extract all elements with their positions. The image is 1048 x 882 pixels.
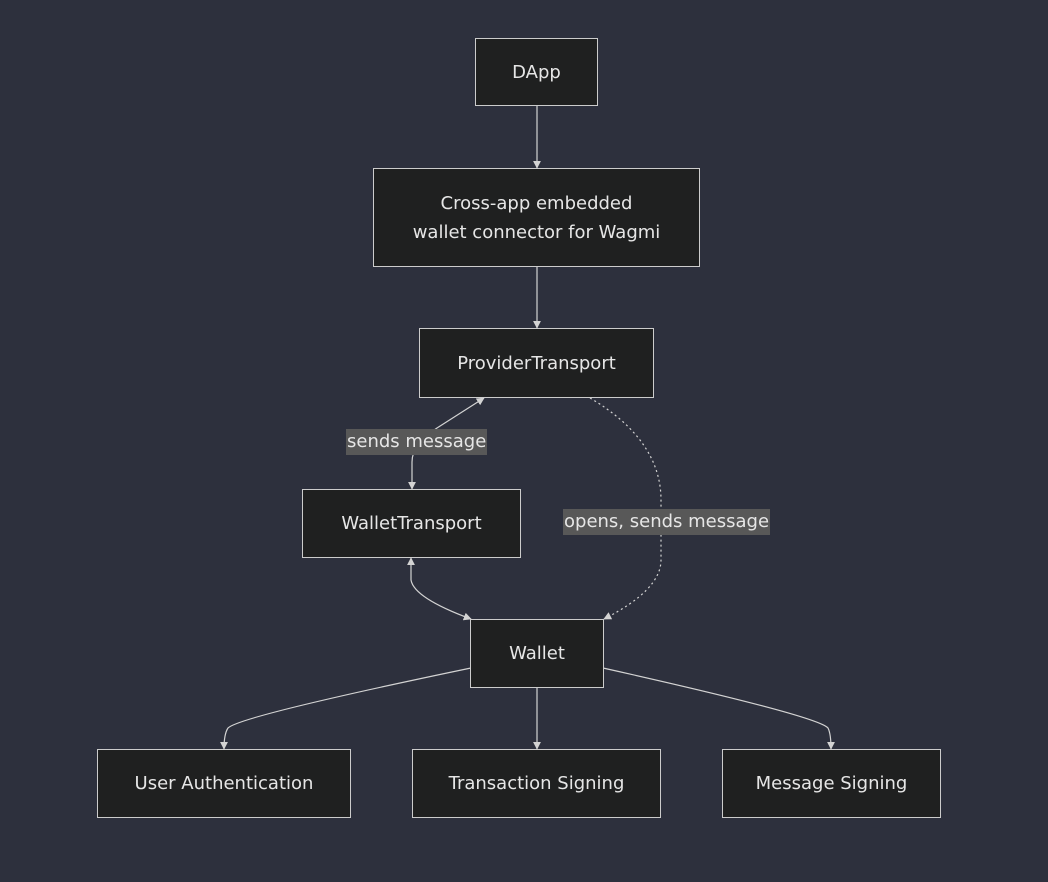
node-user-authentication-label: User Authentication	[134, 773, 314, 794]
node-wallet-label: Wallet	[509, 643, 565, 664]
edge-label-sends-message: sends message	[346, 429, 488, 455]
node-message-signing-label: Message Signing	[755, 773, 908, 794]
node-wallet[interactable]: Wallet	[470, 619, 604, 688]
edge-label-opens-sends-message: opens, sends message	[563, 509, 771, 535]
edge-provider-transport-to-wallet-dotted	[589, 397, 662, 620]
node-dapp[interactable]: DApp	[475, 38, 598, 106]
node-provider-transport[interactable]: ProviderTransport	[419, 328, 654, 398]
node-connector[interactable]: Cross-app embedded wallet connector for …	[373, 168, 700, 267]
node-user-authentication[interactable]: User Authentication	[97, 749, 351, 818]
node-message-signing[interactable]: Message Signing	[722, 749, 941, 818]
node-transaction-signing[interactable]: Transaction Signing	[412, 749, 661, 818]
edge-wallet-transport-to-wallet	[407, 557, 472, 621]
node-wallet-transport-label: WalletTransport	[341, 513, 482, 534]
node-provider-transport-label: ProviderTransport	[457, 352, 616, 374]
node-transaction-signing-label: Transaction Signing	[448, 773, 625, 794]
edge-wallet-to-msg-signing	[602, 667, 835, 750]
node-dapp-label: DApp	[512, 61, 561, 83]
edge-wallet-to-user-auth	[220, 667, 472, 750]
node-wallet-transport[interactable]: WalletTransport	[302, 489, 521, 558]
node-connector-label: Cross-app embedded wallet connector for …	[412, 192, 661, 243]
